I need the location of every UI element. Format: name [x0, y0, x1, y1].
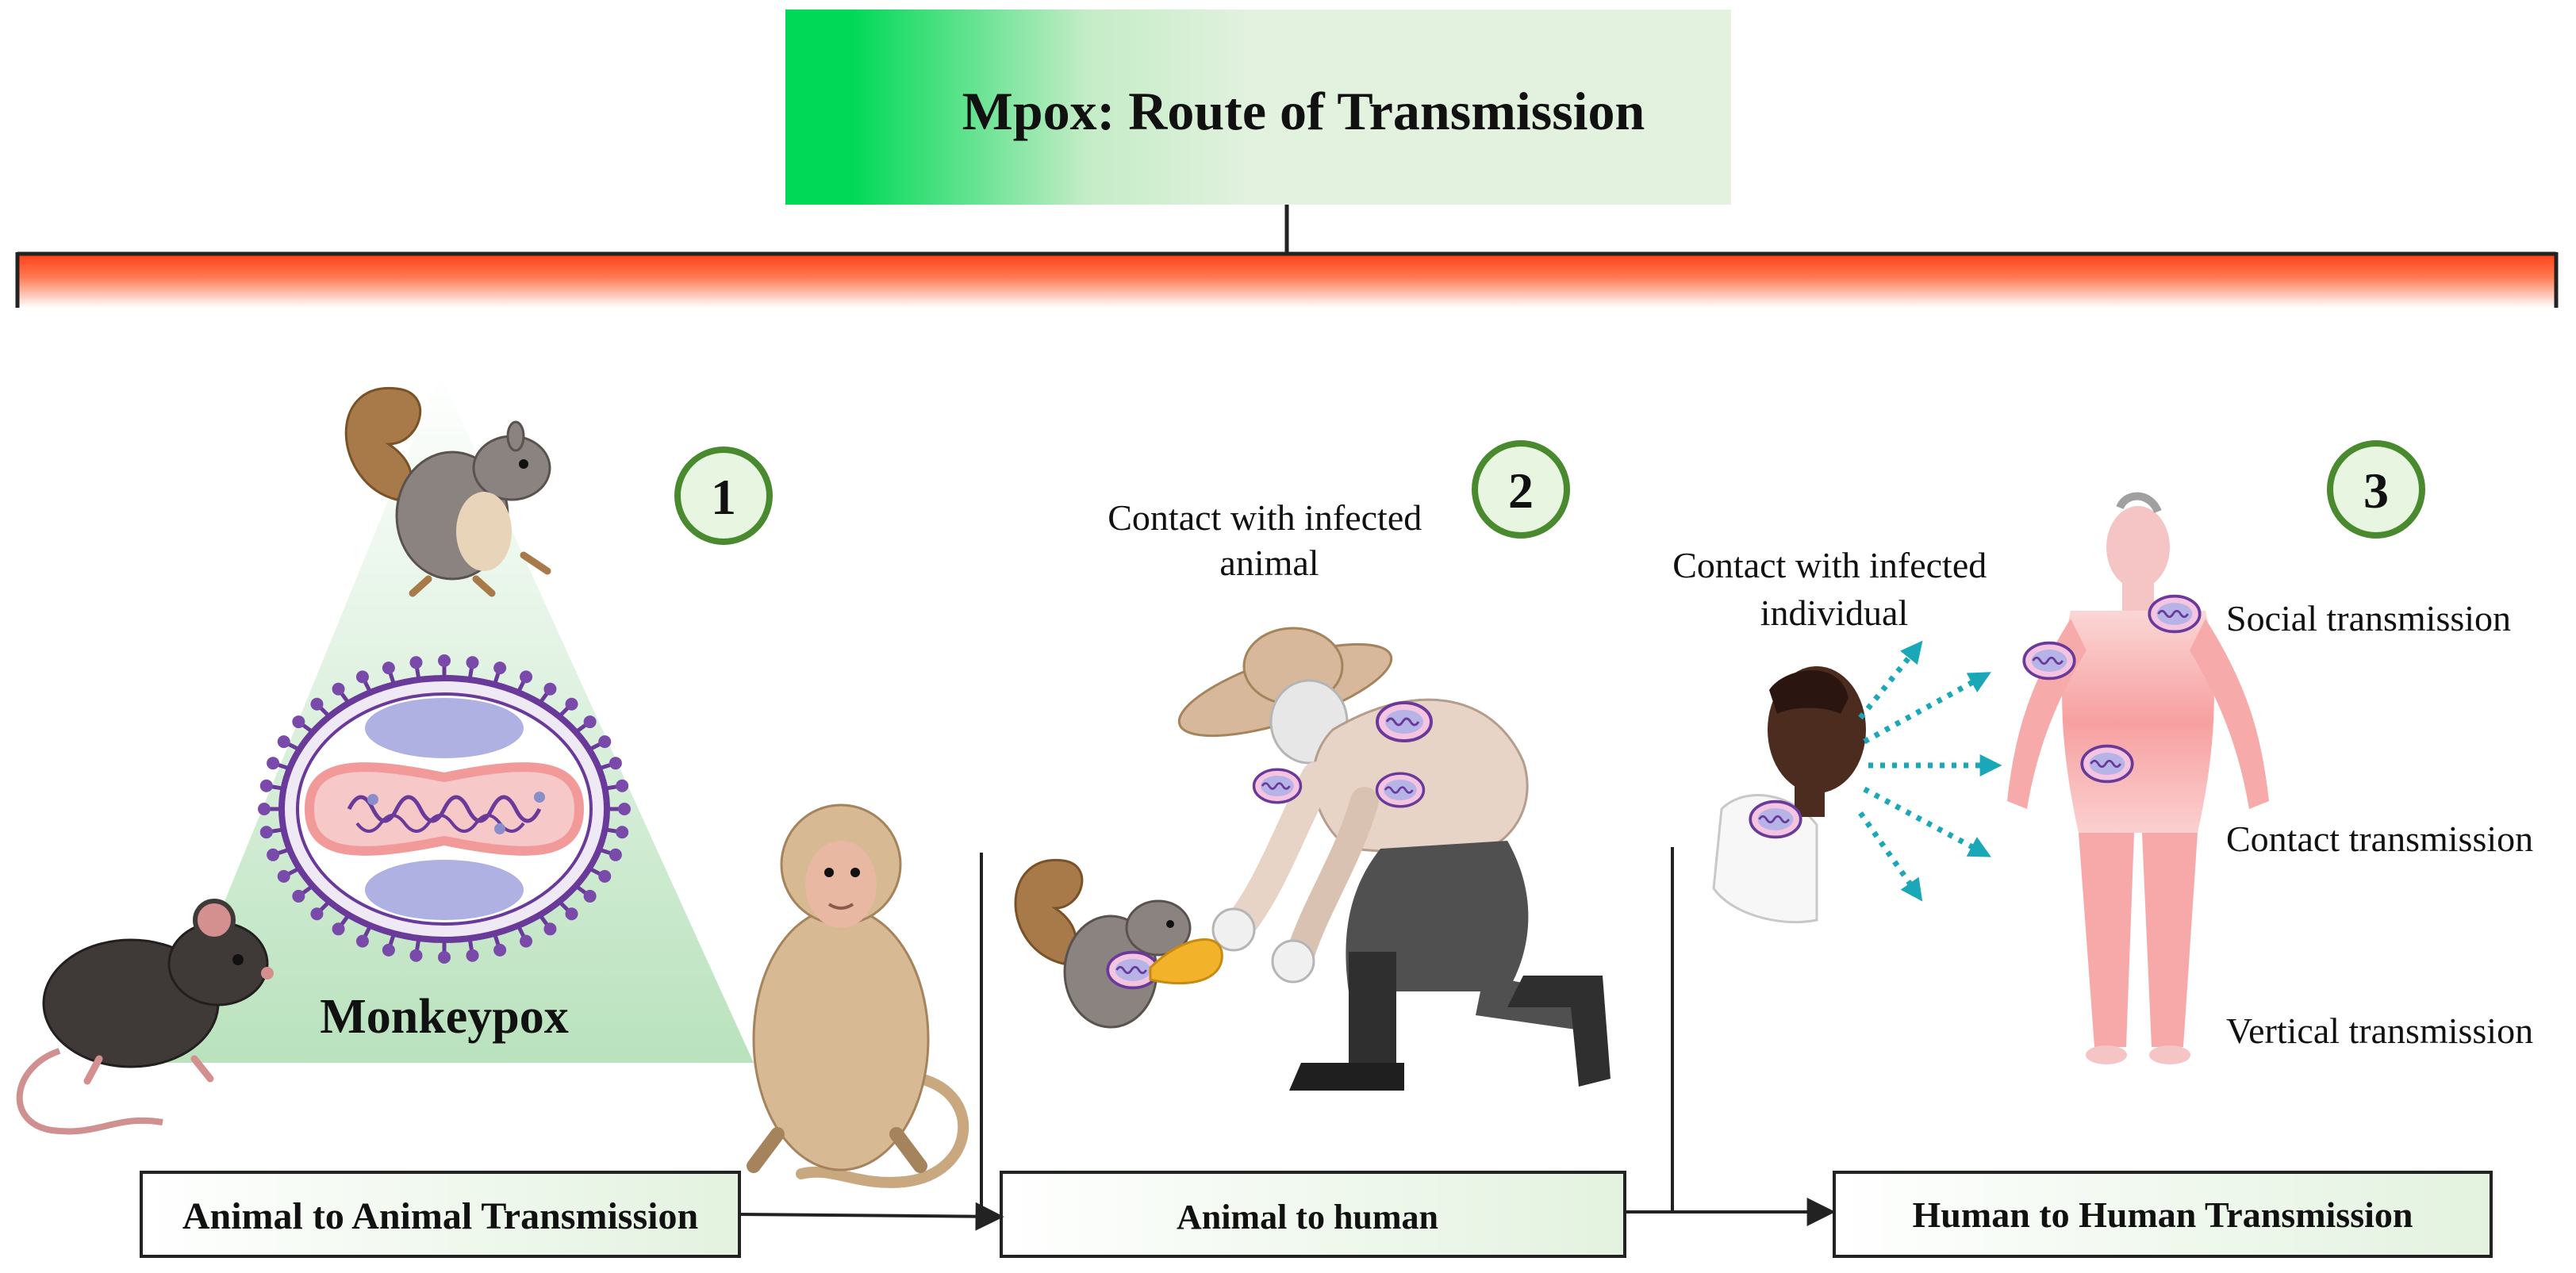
virion-spike-tip	[583, 889, 597, 903]
virion-spike-tip	[543, 922, 557, 936]
stage-1-number-circle	[674, 447, 773, 545]
arrow-stage-1-to-2	[739, 1202, 1004, 1231]
monkey-icon	[747, 803, 969, 1188]
virion-spike-tip	[583, 715, 597, 729]
stage-3-label-box	[1833, 1171, 2493, 1258]
virion-spike-tip	[565, 907, 578, 921]
virion-spike-tip	[382, 661, 395, 675]
route-social: Social transmission	[2226, 598, 2511, 638]
virion-spike-tip	[258, 803, 271, 815]
farmer-icon	[1177, 627, 1610, 1091]
virion-spike-tip	[292, 889, 305, 903]
title-box	[785, 10, 1731, 205]
virion-spike-tip	[493, 661, 507, 675]
virion-spike-tip	[355, 934, 369, 948]
stage-2-number-circle	[1472, 440, 1570, 539]
timeline-bar	[17, 252, 2556, 308]
infected-squirrel-icon	[1014, 859, 1192, 1029]
virus-label: Monkeypox	[320, 990, 568, 1044]
virion-spike-tip	[598, 869, 612, 883]
stage-1-label-box	[140, 1171, 741, 1258]
virion-spike-tip	[409, 949, 423, 962]
virion-spike-tip	[259, 779, 273, 792]
spread-arrow	[1858, 640, 1923, 720]
virion-spike-tip	[382, 943, 395, 957]
virion-spike-tip	[267, 848, 280, 861]
virion-spike-tip	[267, 757, 280, 770]
infected-person-icon	[1712, 666, 1866, 924]
virion-spike-tip	[520, 670, 533, 684]
virion-spike-tip	[332, 682, 345, 696]
route-vertical: Vertical transmission	[2226, 1010, 2533, 1051]
spread-arrow	[1858, 811, 1923, 902]
stage-2-label: Animal to human	[1177, 1198, 1438, 1237]
stage-3-number: 3	[2363, 462, 2389, 519]
virion-spike-tip	[409, 656, 423, 669]
virion-spike-tip	[608, 757, 622, 770]
mouse-icon	[16, 899, 274, 1135]
virion-spike-tip	[310, 907, 324, 921]
virion-spike-tip	[277, 869, 290, 883]
stage-1-number: 1	[711, 469, 736, 525]
virion-spike-tip	[438, 654, 451, 667]
stage-3-caption: Contact with infected individual	[1672, 545, 1996, 633]
virion-spike-tip	[355, 670, 369, 684]
stage-2-caption: Contact with infected animal	[1108, 497, 1431, 583]
virion-spike-tip	[277, 735, 290, 749]
virion-spike-tip	[493, 943, 507, 957]
virion-spike-tip	[598, 735, 612, 749]
route-contact: Contact transmission	[2226, 819, 2533, 859]
stage-2-caption-line-1: Contact with infected	[1108, 497, 1422, 538]
virion-spike-tip	[618, 803, 631, 815]
human-body-icon	[2007, 492, 2269, 1064]
virion-spike-tip	[616, 779, 629, 792]
virion-spike-tip	[310, 697, 324, 711]
virion-spike-tip	[466, 656, 479, 669]
spread-arrows	[1858, 640, 2002, 902]
virion-spike-tip	[520, 934, 533, 948]
stage-3-caption-line-1: Contact with infected	[1672, 545, 1987, 585]
squirrel-icon	[344, 387, 551, 597]
spread-arrow	[1863, 671, 1991, 745]
virion-spike-tip	[259, 826, 273, 839]
stage-3-caption-line-2: individual	[1760, 592, 1909, 633]
stage-2-label-box	[1000, 1171, 1626, 1258]
stage-3-label: Human to Human Transmission	[1913, 1194, 2413, 1235]
virion-spike-tip	[543, 682, 557, 696]
page-title: Mpox: Route of Transmission	[962, 81, 1645, 141]
virion-spike-tip	[332, 922, 345, 936]
stage-3-number-circle	[2327, 440, 2425, 539]
food-item-icon	[1149, 938, 1223, 985]
monkeypox-virion-icon	[258, 654, 631, 964]
stage-1-label: Animal to Animal Transmission	[182, 1195, 698, 1237]
virion-spike-tip	[565, 697, 578, 711]
stage-2-number: 2	[1508, 462, 1534, 519]
virion-spike-tip	[616, 826, 629, 839]
virion-spike-tip	[292, 715, 305, 729]
virion-spike-tip	[608, 848, 622, 861]
virion-spike-tip	[466, 949, 479, 962]
stage-2-caption-line-2: animal	[1219, 543, 1319, 583]
virion-spike-tip	[438, 951, 451, 964]
